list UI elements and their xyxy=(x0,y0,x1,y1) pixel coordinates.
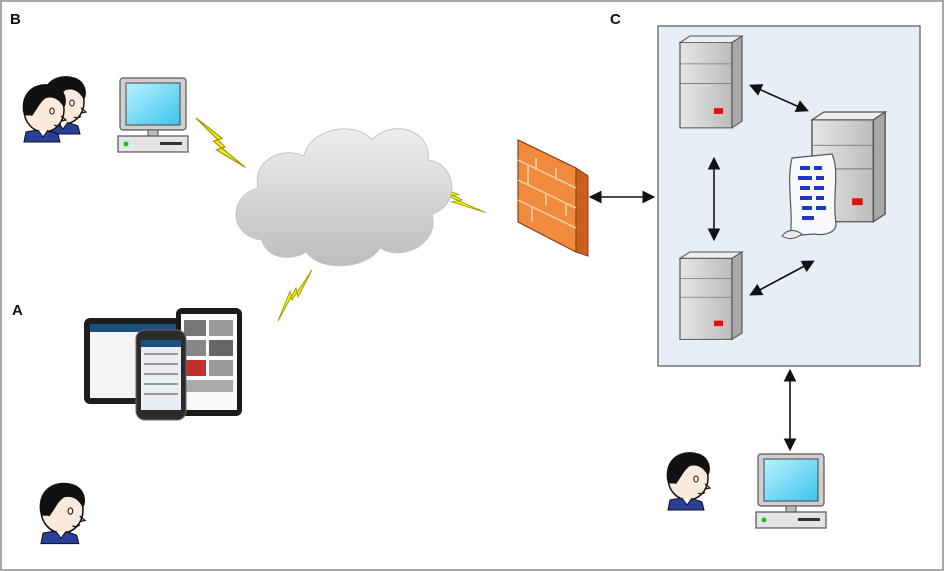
panel-label-b: B xyxy=(10,11,21,28)
user-icon xyxy=(38,482,86,545)
arrow-bidirectional-icon xyxy=(749,260,815,296)
server-icon xyxy=(679,251,743,340)
panel-label-c: C xyxy=(610,11,621,28)
mobile-devices-icon xyxy=(84,308,242,421)
panel-label-a: A xyxy=(12,302,23,319)
lightning-icon xyxy=(195,117,246,168)
server-icon xyxy=(679,35,743,129)
document-scroll-icon xyxy=(781,153,837,240)
lightning-icon xyxy=(277,269,313,322)
user-group-icon xyxy=(21,75,87,143)
arrow-bidirectional-icon xyxy=(749,84,809,112)
firewall-icon xyxy=(517,139,589,257)
cloud-icon xyxy=(235,128,453,267)
desktop-computer-icon xyxy=(117,77,189,153)
desktop-computer-icon xyxy=(755,453,827,529)
user-icon xyxy=(665,451,711,511)
